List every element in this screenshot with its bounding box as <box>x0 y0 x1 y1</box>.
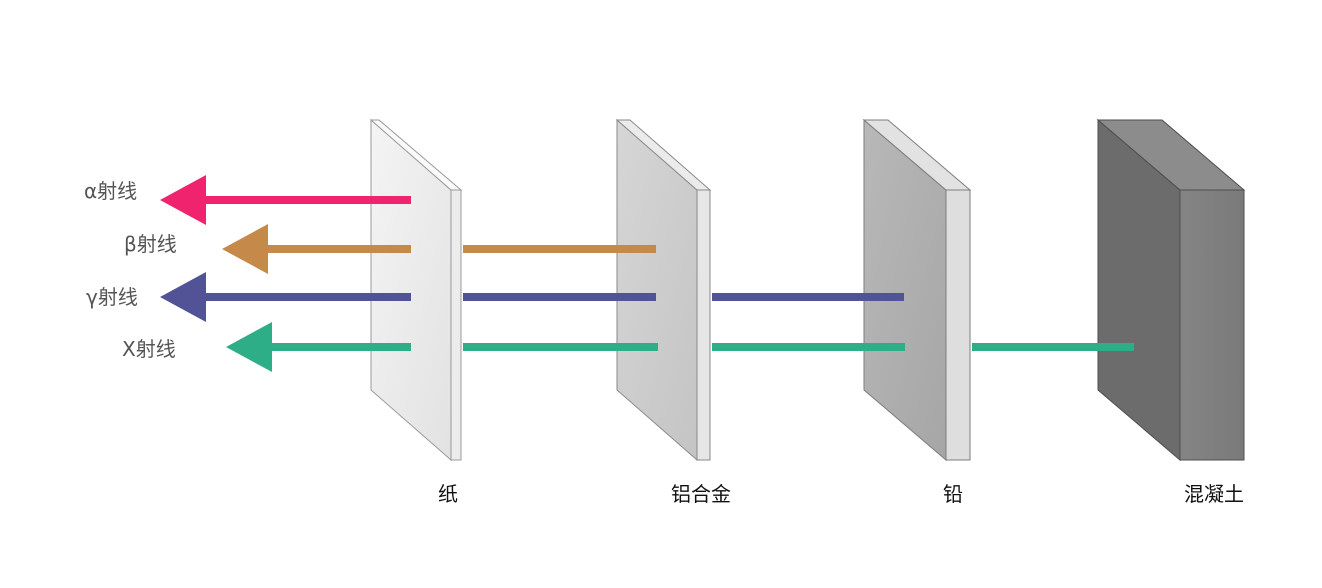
gamma-ray <box>160 272 904 322</box>
alpha-ray-arrowhead <box>160 175 206 225</box>
beta-ray-arrowhead <box>222 224 268 274</box>
x-ray <box>226 322 1134 372</box>
alpha-ray-beam <box>200 196 411 204</box>
aluminum-alloy-label: 铝合金 <box>671 482 731 506</box>
gamma-ray-label: γ射线 <box>86 285 138 309</box>
x-ray-beam-2 <box>463 343 658 351</box>
x-ray-label: X射线 <box>122 337 176 361</box>
beta-ray-beam-2 <box>463 245 656 253</box>
aluminum-alloy-barrier <box>615 118 712 462</box>
lead-label: 铅 <box>943 482 963 506</box>
beta-ray-label: β射线 <box>124 232 177 256</box>
alpha-ray <box>160 175 411 225</box>
gamma-ray-beam-2 <box>463 293 656 301</box>
x-ray-beam-1 <box>266 343 411 351</box>
paper-barrier <box>369 118 463 462</box>
gamma-ray-beam-1 <box>200 293 411 301</box>
alpha-ray-label: α射线 <box>84 179 138 203</box>
x-ray-beam-4 <box>972 343 1134 351</box>
concrete-label: 混凝土 <box>1184 482 1244 506</box>
beta-ray <box>222 224 656 274</box>
x-ray-beam-3 <box>712 343 905 351</box>
x-ray-arrowhead <box>226 322 272 372</box>
paper-label: 纸 <box>438 482 458 506</box>
concrete-barrier <box>1096 118 1246 462</box>
gamma-ray-arrowhead <box>160 272 206 322</box>
gamma-ray-beam-3 <box>712 293 904 301</box>
beta-ray-beam-1 <box>262 245 411 253</box>
lead-barrier <box>862 118 972 462</box>
